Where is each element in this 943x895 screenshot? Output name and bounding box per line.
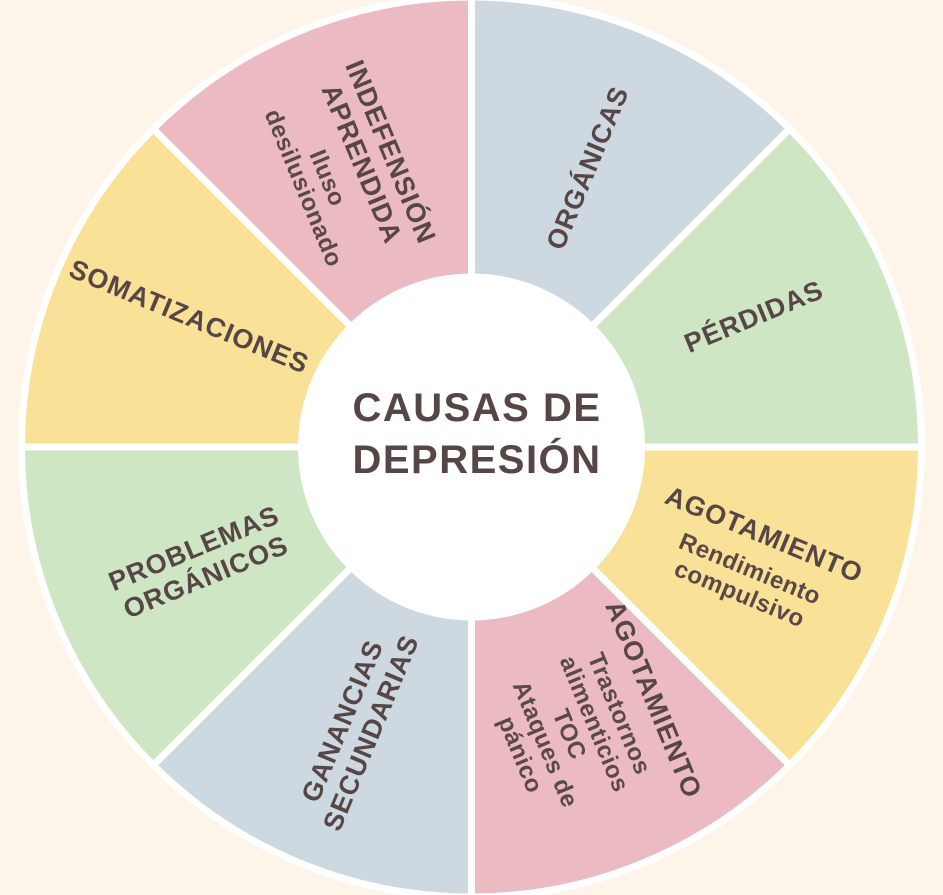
diagram-title-line2: DEPRESIÓN [352, 438, 602, 482]
center-hub-circle [298, 274, 645, 620]
diagram-title: CAUSAS DE DEPRESIÓN [352, 382, 601, 486]
diagram-title-line1: CAUSAS DE [352, 386, 602, 430]
